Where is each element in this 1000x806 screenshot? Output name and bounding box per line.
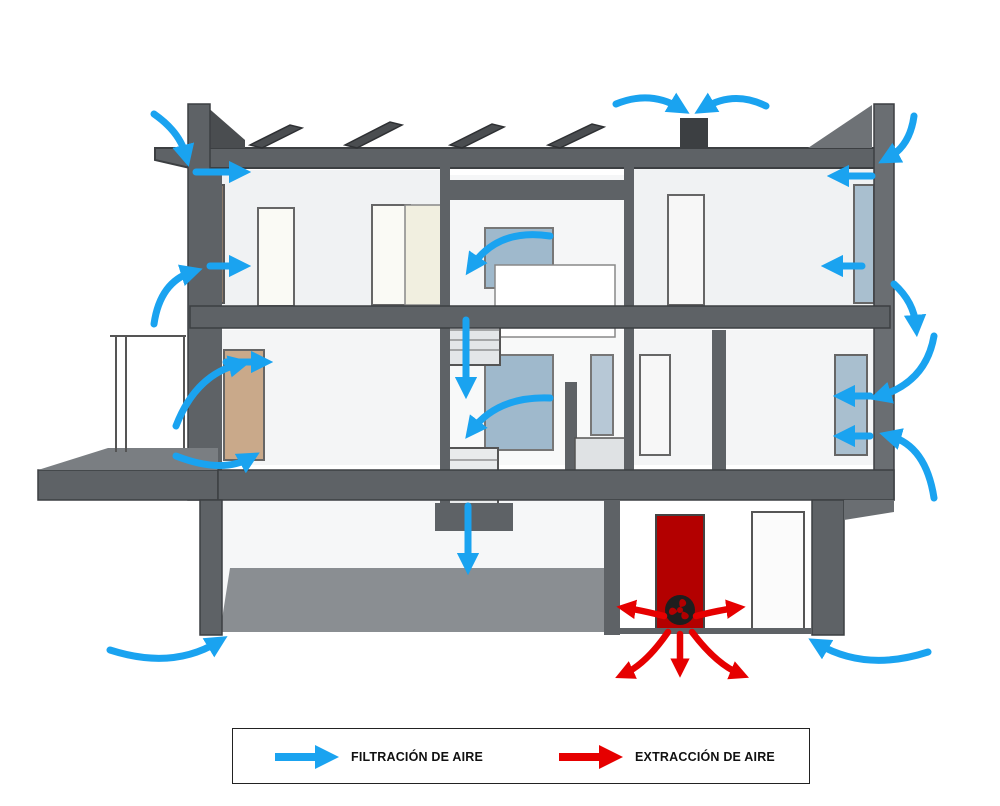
window	[853, 184, 875, 304]
blue-arrow-icon	[465, 231, 554, 276]
basement-floor-line	[620, 628, 812, 634]
blue-arrow-icon	[106, 636, 228, 662]
stair-railing	[565, 382, 577, 474]
blue-arrow-icon	[808, 638, 932, 664]
red-arrow-icon	[692, 599, 746, 620]
stair-landing-base	[574, 437, 631, 473]
red-arrow-icon	[688, 628, 749, 680]
red-arrow-icon	[616, 599, 668, 620]
window	[590, 354, 614, 436]
legend: FILTRACIÓN DE AIRE EXTRACCIÓN DE AIRE	[232, 728, 810, 784]
blue-arrow-icon	[694, 92, 770, 114]
fan-icon	[665, 595, 695, 625]
filtration-arrows	[106, 92, 938, 664]
window	[834, 354, 868, 456]
basement-left-wall	[199, 499, 223, 636]
roof-slab	[154, 147, 891, 169]
first-floor-slab	[189, 305, 891, 329]
ground-floor-slab	[217, 469, 895, 501]
red-arrow-icon	[559, 745, 623, 769]
roof-left-parapet	[205, 105, 245, 148]
blue-arrow-icon	[465, 394, 554, 439]
blue-arrow-icon	[869, 332, 938, 404]
blue-arrow-icon	[150, 264, 203, 328]
door	[751, 511, 805, 631]
roof-right-parapet	[808, 105, 872, 148]
door	[639, 354, 671, 456]
door	[257, 207, 295, 307]
blue-arrow-icon	[150, 110, 195, 167]
building-section	[37, 103, 895, 636]
basement-mid-wall	[604, 500, 620, 635]
door	[371, 204, 411, 306]
balcony-railing	[110, 335, 186, 452]
red-arrow-icon	[615, 628, 672, 679]
basement-floor	[220, 568, 608, 632]
blue-arrow-icon	[612, 92, 690, 114]
balcony-slab	[37, 469, 219, 501]
ground-divider-wall	[712, 330, 726, 470]
blue-arrow-icon	[879, 428, 938, 502]
legend-filtration: FILTRACIÓN DE AIRE	[275, 729, 483, 785]
blue-arrow-icon	[878, 112, 918, 164]
solar-panels	[247, 121, 607, 149]
stair-slab-upper	[444, 180, 630, 200]
left-column	[187, 103, 211, 501]
blue-arrow-icon	[890, 280, 927, 338]
roof-vent	[680, 118, 708, 148]
stair-step-block	[435, 503, 513, 531]
terrace-floor	[38, 448, 218, 470]
door	[667, 194, 705, 306]
basement-right-footing	[844, 500, 894, 520]
right-column	[873, 103, 895, 501]
legend-extraction: EXTRACCIÓN DE AIRE	[559, 729, 775, 785]
door	[404, 204, 444, 306]
extraction-arrows	[615, 599, 749, 680]
legend-filtration-label: FILTRACIÓN DE AIRE	[351, 750, 484, 764]
basement-right-wall	[811, 499, 845, 636]
blue-arrow-icon	[172, 355, 251, 430]
legend-extraction-label: EXTRACCIÓN DE AIRE	[635, 750, 775, 764]
blue-arrow-icon	[172, 452, 260, 474]
center-wall-left	[440, 160, 450, 510]
blue-arrow-icon	[275, 745, 339, 769]
